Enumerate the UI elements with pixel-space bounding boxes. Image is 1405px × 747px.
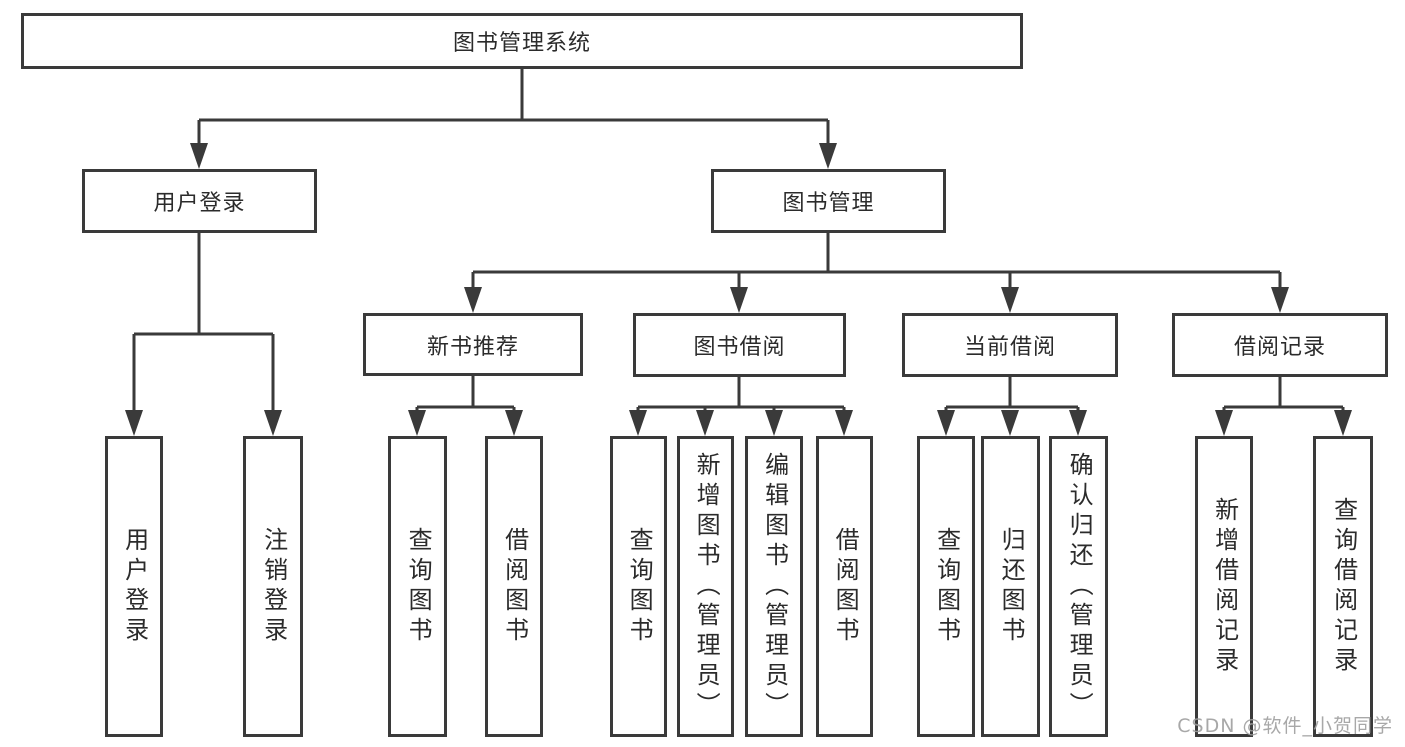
node-book-borrowing-label: 图书借阅 xyxy=(693,335,786,360)
leaf-query-books-recommend-label: 查询图书 xyxy=(404,526,433,647)
leaf-return-books-label: 归还图书 xyxy=(997,526,1026,647)
node-book-borrowing: 图书借阅 xyxy=(633,313,846,377)
leaf-query-books-borrowing: 查询图书 xyxy=(610,436,667,737)
leaf-query-borrow-record: 查询借阅记录 xyxy=(1313,436,1373,737)
node-new-book-recommend-label: 新书推荐 xyxy=(426,334,519,360)
node-user-login: 用户登录 xyxy=(82,169,317,233)
leaf-query-borrow-record-label: 查询借阅记录 xyxy=(1329,496,1358,677)
connector-book-management-to-level2 xyxy=(464,233,1289,313)
node-current-borrowing: 当前借阅 xyxy=(902,313,1118,377)
leaf-logout-label: 注销登录 xyxy=(259,526,288,647)
leaf-confirm-return-admin-label: 确认归还（管理员） xyxy=(1065,451,1094,722)
leaf-add-book-admin-label: 新增图书（管理员） xyxy=(692,451,721,722)
leaf-query-books-borrowing-label: 查询图书 xyxy=(625,526,654,647)
node-borrowing-records-label: 借阅记录 xyxy=(1233,335,1326,360)
node-root: 图书管理系统 xyxy=(21,13,1023,69)
connector-user-login-to-leaves xyxy=(125,233,282,436)
leaf-query-books-current-label: 查询图书 xyxy=(932,526,961,647)
connector-new-book-recommend-to-leaves xyxy=(408,376,523,436)
leaf-add-book-admin: 新增图书（管理员） xyxy=(677,436,734,737)
leaf-return-books: 归还图书 xyxy=(981,436,1040,737)
leaf-query-books-recommend: 查询图书 xyxy=(388,436,447,737)
node-book-management-label: 图书管理 xyxy=(782,191,875,216)
node-root-label: 图书管理系统 xyxy=(452,31,591,56)
leaf-add-borrow-record: 新增借阅记录 xyxy=(1195,436,1253,737)
node-current-borrowing-label: 当前借阅 xyxy=(963,335,1056,360)
leaf-borrow-books: 借阅图书 xyxy=(816,436,873,737)
connector-borrowing-records-to-leaves xyxy=(1215,377,1352,436)
leaf-user-login: 用户登录 xyxy=(105,436,163,737)
node-book-management: 图书管理 xyxy=(711,169,946,233)
leaf-edit-book-admin: 编辑图书（管理员） xyxy=(745,436,803,737)
leaf-borrow-books-label: 借阅图书 xyxy=(831,526,860,647)
connector-root-to-level1 xyxy=(190,69,837,169)
leaf-borrow-books-recommend: 借阅图书 xyxy=(485,436,543,737)
node-new-book-recommend: 新书推荐 xyxy=(363,313,583,376)
leaf-confirm-return-admin: 确认归还（管理员） xyxy=(1049,436,1108,737)
leaf-borrow-books-recommend-label: 借阅图书 xyxy=(500,526,529,647)
csdn-watermark: CSDN @软件_小贺同学 xyxy=(1177,715,1393,737)
leaf-user-login-label: 用户登录 xyxy=(120,526,149,647)
node-user-login-label: 用户登录 xyxy=(153,191,246,216)
leaf-edit-book-admin-label: 编辑图书（管理员） xyxy=(760,451,789,722)
leaf-query-books-current: 查询图书 xyxy=(917,436,975,737)
node-borrowing-records: 借阅记录 xyxy=(1172,313,1388,377)
leaf-add-borrow-record-label: 新增借阅记录 xyxy=(1210,496,1239,677)
connector-book-borrowing-to-leaves xyxy=(629,377,853,436)
leaf-logout: 注销登录 xyxy=(243,436,303,737)
connector-current-borrowing-to-leaves xyxy=(937,377,1087,436)
